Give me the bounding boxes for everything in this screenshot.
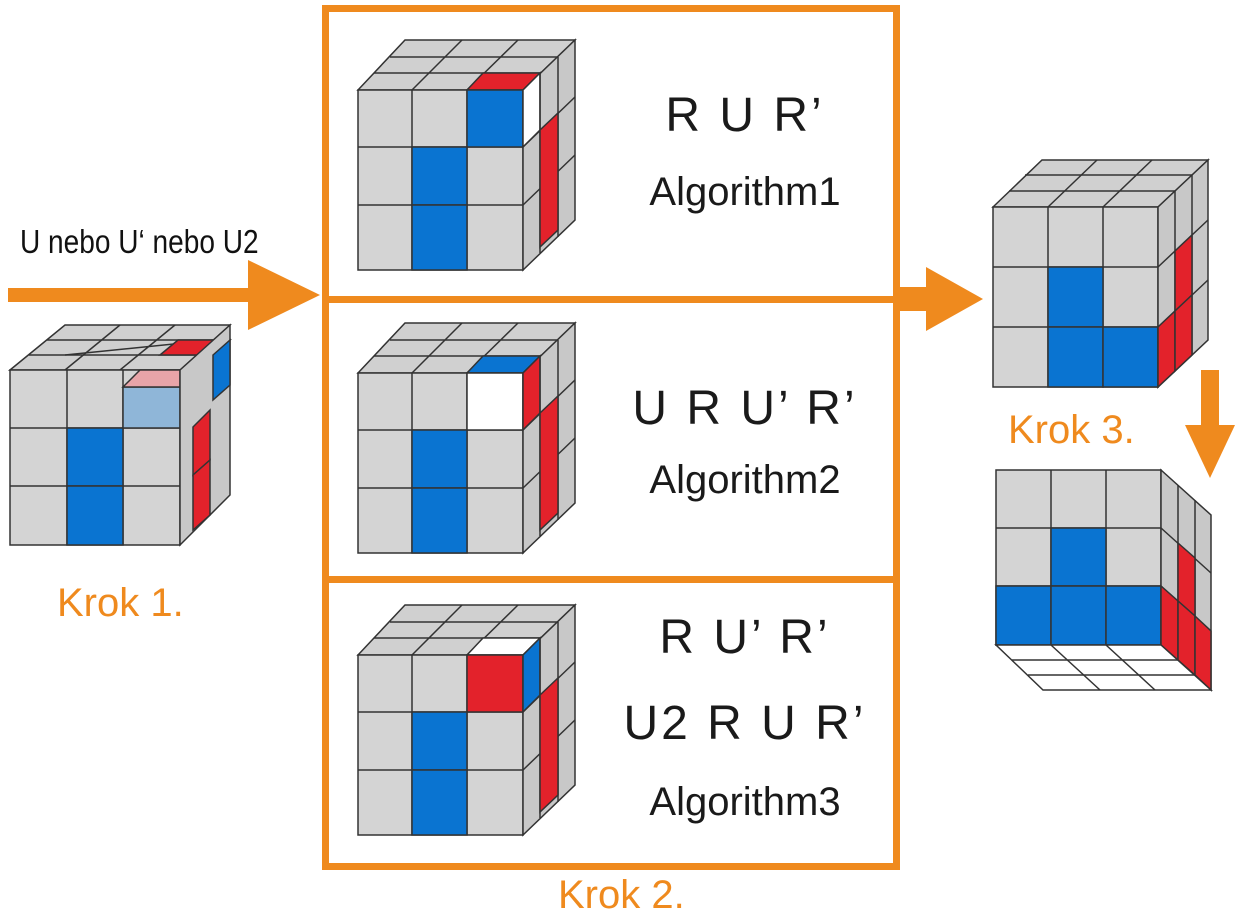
right-arrow-icon bbox=[898, 267, 983, 331]
algorithm2-moves: U R U’ R’ bbox=[632, 382, 858, 435]
algorithm-panel-3 bbox=[322, 576, 900, 870]
cube-step1 bbox=[5, 315, 245, 565]
down-arrow-icon bbox=[1185, 370, 1235, 478]
algorithm3-moves-line2: U2 R U R’ bbox=[623, 697, 867, 750]
algorithm3-name: Algorithm3 bbox=[649, 780, 841, 824]
cube-step1-graphic bbox=[7, 323, 232, 547]
cube-step3-bottom-graphic bbox=[994, 468, 1213, 692]
cube-algorithm2-graphic bbox=[356, 321, 577, 555]
arrow-label: U nebo U‘ nebo U2 bbox=[20, 223, 259, 260]
right-arrow-icon bbox=[8, 260, 320, 330]
step-1-label: Krok 1. bbox=[57, 581, 184, 625]
step-2-label: Krok 2. bbox=[558, 873, 685, 917]
algorithm2-name: Algorithm2 bbox=[649, 458, 841, 502]
cube-algorithm2 bbox=[355, 318, 595, 563]
cube-step3-bottom bbox=[993, 465, 1223, 700]
cube-algorithm1-graphic bbox=[356, 38, 577, 272]
cube-step3-result bbox=[990, 150, 1220, 395]
cube-step3-result-graphic bbox=[991, 158, 1210, 389]
algorithm3-moves-line1: R U’ R’ bbox=[659, 611, 831, 664]
cube-algorithm3-graphic bbox=[356, 603, 577, 837]
step-3-label: Krok 3. bbox=[1008, 408, 1135, 452]
algorithm1-moves: R U R’ bbox=[665, 89, 825, 142]
cube-algorithm1 bbox=[355, 35, 595, 280]
algorithm1-name: Algorithm1 bbox=[649, 170, 841, 214]
cube-algorithm3 bbox=[355, 600, 595, 845]
